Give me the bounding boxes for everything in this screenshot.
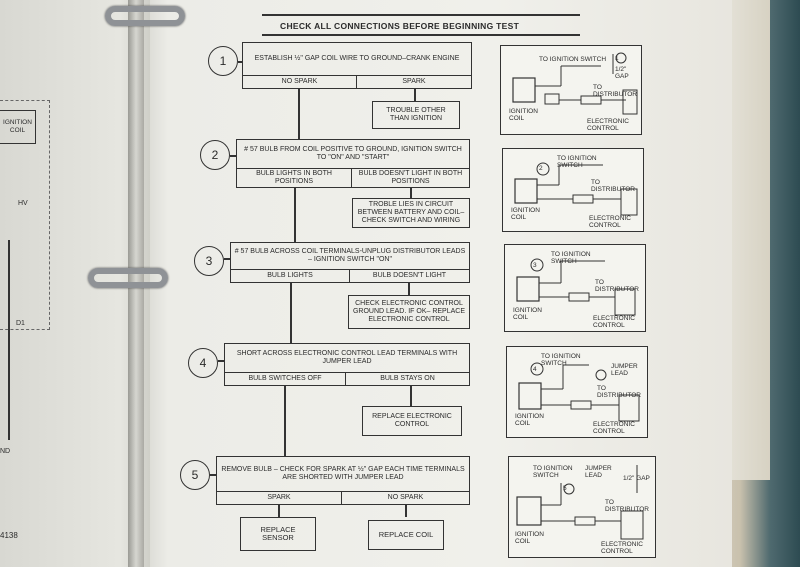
diagram-2-coil: IGNITION COIL	[511, 207, 540, 221]
step-3-right-branch: BULB DOESN'T LIGHT	[349, 269, 470, 283]
diagram-5-control: ELECTRONIC CONTROL	[601, 541, 643, 555]
connector	[405, 505, 407, 517]
connector	[238, 61, 242, 63]
wiring-diagram-1: TO IGNITION SWITCH 1 1/2" GAP TO DISTRIB…	[500, 45, 642, 135]
step-5-instruction: REMOVE BULB – CHECK FOR SPARK AT ½" GAP …	[216, 456, 470, 492]
step-number-2: 2	[200, 140, 230, 170]
flow-line	[284, 386, 286, 456]
step-2-left-branch: BULB LIGHTS IN BOTH POSITIONS	[236, 168, 352, 188]
connector	[278, 505, 280, 517]
step-5-result-right: REPLACE COIL	[368, 520, 444, 550]
diagram-3-coil: IGNITION COIL	[513, 307, 542, 321]
diagram-4-to-switch: TO IGNITION SWITCH	[541, 353, 581, 367]
header-rule-top	[262, 14, 580, 16]
left-page-code: 4138	[0, 531, 18, 540]
wiring-diagram-5: TO IGNITION SWITCH JUMPER LEAD 5 1/2" GA…	[508, 456, 656, 558]
diagram-5-gap: 1/2" GAP	[623, 475, 650, 482]
diagram-5-marker: 5	[563, 485, 567, 492]
flow-line	[294, 188, 296, 242]
connector	[410, 386, 412, 406]
wiring-diagram-2-drawing	[514, 162, 638, 216]
wiring-diagram-2: 2 TO IGNITION SWITCH TO DISTRIBUTOR IGNI…	[502, 148, 644, 232]
flow-line	[290, 283, 292, 343]
step-number-4: 4	[188, 348, 218, 378]
step-5-right-branch: NO SPARK	[341, 491, 470, 505]
page-title: CHECK ALL CONNECTIONS BEFORE BEGINNING T…	[280, 21, 520, 31]
step-2-instruction: # 57 BULB FROM COIL POSITIVE TO GROUND, …	[236, 139, 470, 169]
left-nd-label: ND	[0, 448, 11, 455]
step-3-result: CHECK ELECTRONIC CONTROL GROUND LEAD. IF…	[348, 295, 470, 329]
step-3-instruction: # 57 BULB ACROSS COIL TERMINALS-UNPLUG D…	[230, 242, 470, 270]
connector	[224, 258, 230, 260]
step-1-instruction: ESTABLISH ½" GAP COIL WIRE TO GROUND–CRA…	[242, 42, 472, 76]
diagram-3-to-switch: TO IGNITION SWITCH	[551, 251, 591, 265]
diagram-1-marker: 1	[615, 55, 619, 62]
step-number-5: 5	[180, 460, 210, 490]
diagram-4-control: ELECTRONIC CONTROL	[593, 421, 635, 435]
diagram-1-to-switch: TO IGNITION SWITCH	[539, 56, 607, 63]
diagram-1-control: ELECTRONIC CONTROL	[587, 118, 629, 132]
diagram-3-to-distributor: TO DISTRIBUTOR	[595, 279, 639, 293]
step-1-result: TROUBLE OTHER THAN IGNITION	[372, 101, 460, 129]
diagram-2-to-switch: TO IGNITION SWITCH	[557, 155, 597, 169]
diagram-5-to-distributor: TO DISTRIBUTOR	[605, 499, 649, 513]
left-d1-label: D1	[16, 320, 25, 327]
step-4-right-branch: BULB STAYS ON	[345, 372, 470, 386]
step-2-result: TROBLE LIES IN CIRCUIT BETWEEN BATTERY A…	[352, 198, 470, 228]
diagram-2-to-distributor: TO DISTRIBUTOR	[591, 179, 635, 193]
wiring-diagram-3: 3 TO IGNITION SWITCH TO DISTRIBUTOR IGNI…	[504, 244, 646, 332]
connector	[414, 89, 416, 101]
connector	[410, 188, 412, 198]
wiring-diagram-5-drawing	[516, 465, 644, 540]
diagram-5-jumper: JUMPER LEAD	[585, 465, 612, 479]
wiring-diagram-4-drawing	[518, 362, 640, 422]
flow-line	[298, 89, 300, 139]
step-1-left-branch: NO SPARK	[242, 75, 357, 89]
diagram-4-marker: 4	[533, 366, 537, 373]
step-1-right-branch: SPARK	[356, 75, 472, 89]
diagram-1-coil: IGNITION COIL	[509, 108, 538, 122]
connector	[408, 283, 410, 295]
diagram-4-to-distributor: TO DISTRIBUTOR	[597, 385, 641, 399]
diagram-1-gap: 1/2" GAP	[615, 66, 629, 80]
left-hv-label: HV	[18, 200, 28, 207]
step-5-result-left: REPLACE SENSOR	[240, 517, 316, 551]
header-rule-bottom	[262, 34, 580, 36]
step-2-right-branch: BULB DOESN'T LIGHT IN BOTH POSITIONS	[351, 168, 470, 188]
binder-ring-bottom	[88, 268, 168, 288]
diagram-4-jumper: JUMPER LEAD	[611, 363, 638, 377]
step-4-left-branch: BULB SWITCHES OFF	[224, 372, 346, 386]
step-3-left-branch: BULB LIGHTS	[230, 269, 350, 283]
binder-ring-top	[105, 6, 185, 26]
connector	[210, 474, 216, 476]
connector	[230, 155, 236, 157]
diagram-3-control: ELECTRONIC CONTROL	[593, 315, 635, 329]
left-wire	[8, 240, 10, 440]
wiring-diagram-4: 4 TO IGNITION SWITCH JUMPER LEAD TO DIST…	[506, 346, 648, 438]
step-4-instruction: SHORT ACROSS ELECTRONIC CONTROL LEAD TER…	[224, 343, 470, 373]
diagram-1-to-distributor: TO DISTRIBUTOR	[593, 84, 637, 98]
diagram-2-control: ELECTRONIC CONTROL	[589, 215, 631, 229]
diagram-2-marker: 2	[539, 165, 543, 172]
step-5-left-branch: SPARK	[216, 491, 342, 505]
wiring-diagram-1-drawing	[512, 52, 638, 115]
step-number-1: 1	[208, 46, 238, 76]
step-4-result: REPLACE ELECTRONIC CONTROL	[362, 406, 462, 436]
connector	[218, 360, 224, 362]
diagram-5-coil: IGNITION COIL	[515, 531, 544, 545]
diagram-3-marker: 3	[533, 262, 537, 269]
left-schematic-frame	[0, 100, 50, 330]
wiring-diagram-3-drawing	[516, 258, 636, 316]
diagram-4-coil: IGNITION COIL	[515, 413, 544, 427]
diagram-5-to-switch: TO IGNITION SWITCH	[533, 465, 573, 479]
left-ignition-coil-box: IGNITION COIL	[0, 110, 36, 144]
step-number-3: 3	[194, 246, 224, 276]
